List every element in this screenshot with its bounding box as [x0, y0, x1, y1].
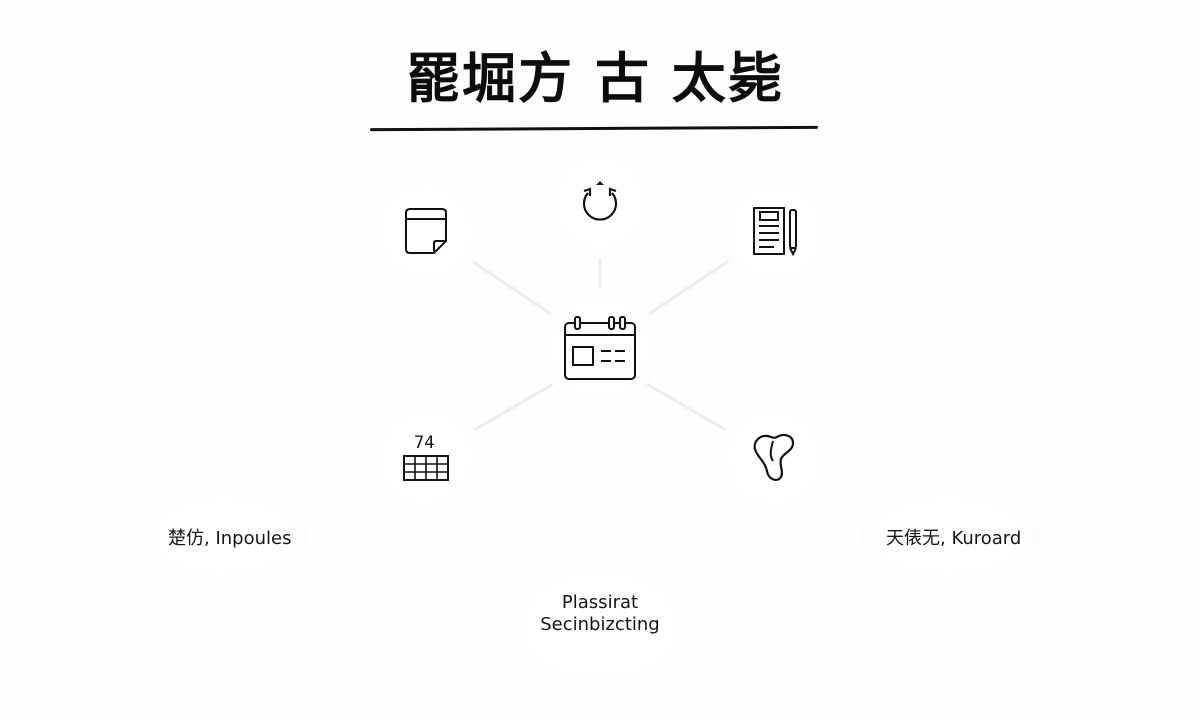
- label-left: 楚仿, Inpoules: [168, 528, 292, 549]
- calendar-icon: [564, 316, 636, 380]
- label-blob-left: [138, 488, 308, 584]
- node-bottom-right: [718, 402, 830, 514]
- label-blob-right: [860, 488, 1040, 584]
- label-bottom-line1: Plassirat: [561, 592, 639, 613]
- node-center: [540, 288, 660, 408]
- node-top-center: [545, 148, 655, 258]
- notebook-pen-icon: [753, 207, 797, 257]
- node-top-right: [720, 175, 832, 287]
- diagram-title: 罷堀方 古 太毙: [406, 47, 784, 110]
- node-top-left: [370, 175, 482, 287]
- calendar-grid-icon: 74: [403, 433, 449, 481]
- label-bottom: Plassirat Secinbizcting: [510, 592, 690, 636]
- footprint-icon: [753, 433, 795, 481]
- sticky-note-icon: [405, 208, 447, 254]
- label-bottom-line2: Secinbizcting: [540, 614, 660, 635]
- label-blob-bottom: [505, 560, 695, 690]
- node-bottom-left: 74: [370, 402, 482, 514]
- grid-number-label: 74: [414, 433, 434, 453]
- label-right: 天俵无, Kuroard: [886, 528, 1022, 549]
- refresh-ring-icon: [582, 181, 618, 221]
